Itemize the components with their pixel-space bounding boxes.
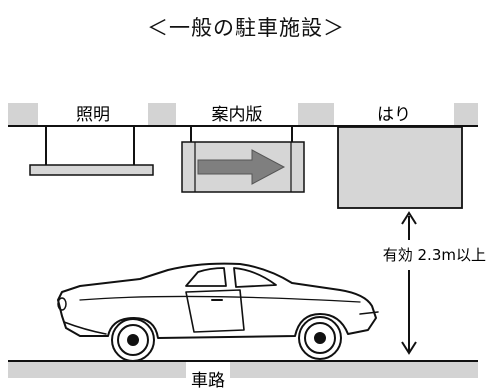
lighting-fixture xyxy=(29,127,154,176)
signboard-label: 案内版 xyxy=(212,105,263,125)
clearance-label: 有効 2.3m以上 xyxy=(383,246,486,264)
ceiling-band xyxy=(8,103,478,125)
sign-board xyxy=(181,127,305,193)
beam-label: はり xyxy=(377,105,411,125)
road-label: 車路 xyxy=(191,371,225,391)
page-title: ＜一般の駐車施設＞ xyxy=(147,16,345,40)
road-band xyxy=(8,362,478,378)
car xyxy=(57,262,379,362)
clearance-dimension xyxy=(401,211,417,355)
arrow-right-icon xyxy=(197,149,286,185)
lighting-label: 照明 xyxy=(76,105,110,125)
beam xyxy=(337,126,463,209)
